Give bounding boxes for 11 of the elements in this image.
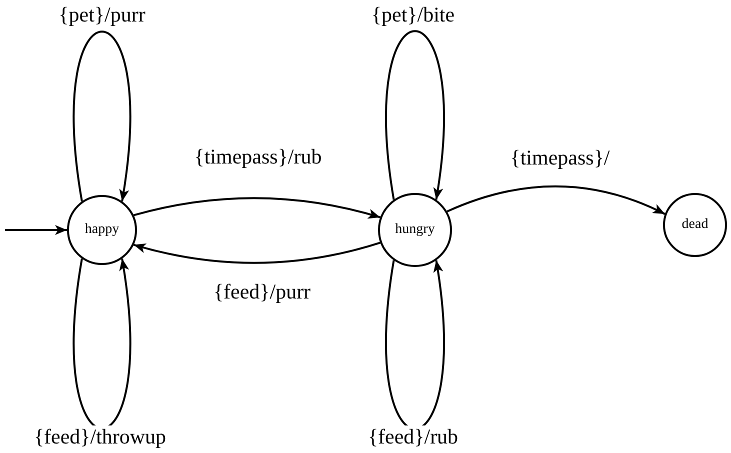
arrow: [133, 242, 381, 264]
arrow: [385, 30, 445, 200]
arrow: [5, 225, 67, 235]
state-name: dead: [682, 217, 708, 233]
state-name: hungry: [395, 222, 435, 238]
arrow: [446, 185, 666, 215]
state-circle: [67, 195, 137, 265]
state-name: happy: [84, 222, 120, 238]
arrow: [72, 31, 132, 202]
arrow: [133, 197, 380, 219]
state-circle: [378, 193, 452, 267]
